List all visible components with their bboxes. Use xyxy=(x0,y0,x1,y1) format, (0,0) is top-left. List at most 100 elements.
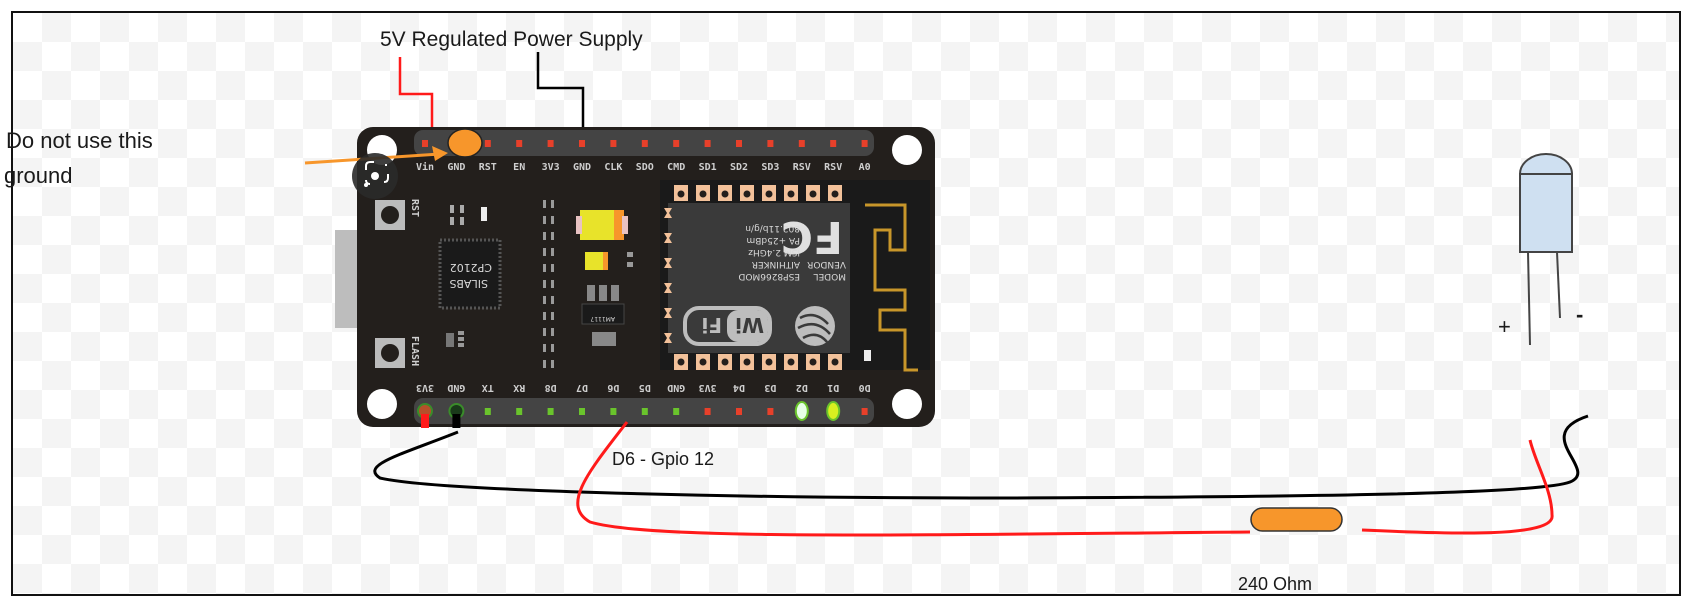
top-pin-label: CLK xyxy=(604,162,622,173)
led[interactable] xyxy=(1518,153,1574,346)
module-side-pad xyxy=(664,258,672,268)
regulator-pin xyxy=(599,285,607,301)
top-pin-en[interactable] xyxy=(516,140,523,147)
resistor[interactable] xyxy=(1250,507,1343,532)
rst-button-label: RST xyxy=(409,199,420,217)
top-pin-a0[interactable] xyxy=(861,140,868,147)
module-pad-hole xyxy=(787,358,795,366)
module-pad-hole xyxy=(743,358,751,366)
resistor-label: 240 Ohm xyxy=(1238,574,1312,594)
module-model: ESP8266MOD xyxy=(738,271,800,281)
bottom-pin-d8[interactable] xyxy=(547,408,554,415)
regulator-pin xyxy=(611,285,619,301)
smd-led xyxy=(864,350,871,361)
bottom-pin-3v3[interactable] xyxy=(704,408,711,415)
bottom-pin-d5[interactable] xyxy=(641,408,648,415)
top-pin-rsv[interactable] xyxy=(830,140,837,147)
smd-part xyxy=(627,252,633,257)
bottom-pin-label: GND xyxy=(447,382,465,393)
bottom-pin-d4[interactable] xyxy=(736,408,742,415)
flash-button-label: FLASH xyxy=(409,336,420,366)
ground-wire-black[interactable] xyxy=(373,414,1589,500)
bottom-pin-label: D0 xyxy=(859,382,871,393)
bottom-pin-label: D3 xyxy=(764,382,776,393)
warning-arrow-head-icon xyxy=(432,146,448,161)
module-side-pad xyxy=(664,333,672,343)
power-wire-black[interactable] xyxy=(536,52,585,128)
bottom-pin-label: D5 xyxy=(639,382,651,393)
led-dome xyxy=(1518,153,1574,175)
top-pin-label: RST xyxy=(479,162,497,173)
power-wire-red[interactable] xyxy=(398,57,434,128)
bottom-pin-d3[interactable] xyxy=(767,408,774,415)
bottom-pin-label: D7 xyxy=(576,382,588,393)
bottom-pin-label: D2 xyxy=(796,382,808,393)
led-minus-label: - xyxy=(1576,302,1583,327)
bottom-pin-d0[interactable] xyxy=(861,408,868,415)
smd-pad xyxy=(543,264,546,272)
top-pin-clk[interactable] xyxy=(610,140,617,147)
module-pad-hole xyxy=(721,358,729,366)
fcc-logo-icon: FC xyxy=(781,211,843,262)
top-pin-label: SD3 xyxy=(761,162,779,173)
top-pin-gnd[interactable] xyxy=(579,140,585,147)
regulator xyxy=(581,303,625,325)
mount-hole-tr xyxy=(892,135,922,165)
module-pad-hole xyxy=(699,358,707,366)
module-pad-hole xyxy=(809,190,817,198)
smd-part xyxy=(450,217,454,225)
top-pin-vin[interactable] xyxy=(422,140,428,147)
bottom-pin-d6[interactable] xyxy=(610,408,617,415)
bottom-pin-label: 3V3 xyxy=(699,382,717,393)
capacitor-lead xyxy=(622,216,628,234)
smd-pad xyxy=(551,216,554,224)
top-pin-cmd[interactable] xyxy=(673,140,680,147)
power-supply-label: 5V Regulated Power Supply xyxy=(380,28,643,51)
smd-pad xyxy=(551,312,554,320)
top-pin-sd1[interactable] xyxy=(704,140,711,147)
smd-pad xyxy=(551,200,554,208)
led-cathode-leg xyxy=(1556,251,1561,319)
module-pad-hole xyxy=(765,190,773,198)
top-pin-label: SD1 xyxy=(699,162,717,173)
top-pin-label: Vin xyxy=(416,161,434,173)
led-anode-wire-red[interactable] xyxy=(1361,439,1554,535)
transistor xyxy=(446,333,454,347)
gpio-label: D6 - Gpio 12 xyxy=(612,449,714,469)
chip-vendor-label: CP2102 xyxy=(450,261,492,274)
bottom-pin-rx[interactable] xyxy=(516,408,523,415)
top-pin-rst[interactable] xyxy=(484,140,491,147)
bottom-pin-d2[interactable] xyxy=(794,401,809,421)
top-pin-sdo[interactable] xyxy=(641,140,648,147)
top-pin-sd3[interactable] xyxy=(767,140,774,147)
module-pad-hole xyxy=(809,358,817,366)
screenshot-capture-icon[interactable] xyxy=(352,153,398,199)
cp2102-chip: CP2102 SILABS xyxy=(438,238,502,310)
bottom-pin-label: GND xyxy=(667,382,685,393)
espressif-logo-swirl xyxy=(797,313,831,343)
module-pad-hole xyxy=(743,190,751,198)
top-pin-label: A0 xyxy=(859,162,871,173)
pin-jumper-black xyxy=(452,414,461,428)
top-pin-sd2[interactable] xyxy=(736,140,742,147)
gpio-wire-red[interactable] xyxy=(576,421,1251,537)
bottom-pin-label: D6 xyxy=(607,382,619,393)
smd-pad xyxy=(543,280,546,288)
module-pad-hole xyxy=(831,358,839,366)
bottom-pin-gnd[interactable] xyxy=(673,408,680,415)
top-pin-label: EN xyxy=(513,162,525,173)
bottom-pin-tx[interactable] xyxy=(484,408,491,415)
bottom-pin-label: TX xyxy=(482,382,494,393)
bottom-pin-d7[interactable] xyxy=(579,408,585,415)
bottom-pin-d1[interactable] xyxy=(826,401,841,421)
mount-hole-br xyxy=(892,389,922,419)
status-led xyxy=(481,207,487,221)
top-pin-rsv[interactable] xyxy=(798,140,805,147)
led-body xyxy=(1519,173,1573,253)
module-vendor-label: VENDOR xyxy=(807,259,846,269)
smd-pad xyxy=(543,216,546,224)
smd-pad xyxy=(551,248,554,256)
top-pin-3v3[interactable] xyxy=(547,140,554,147)
module-power: PA +25dBm xyxy=(746,235,800,245)
